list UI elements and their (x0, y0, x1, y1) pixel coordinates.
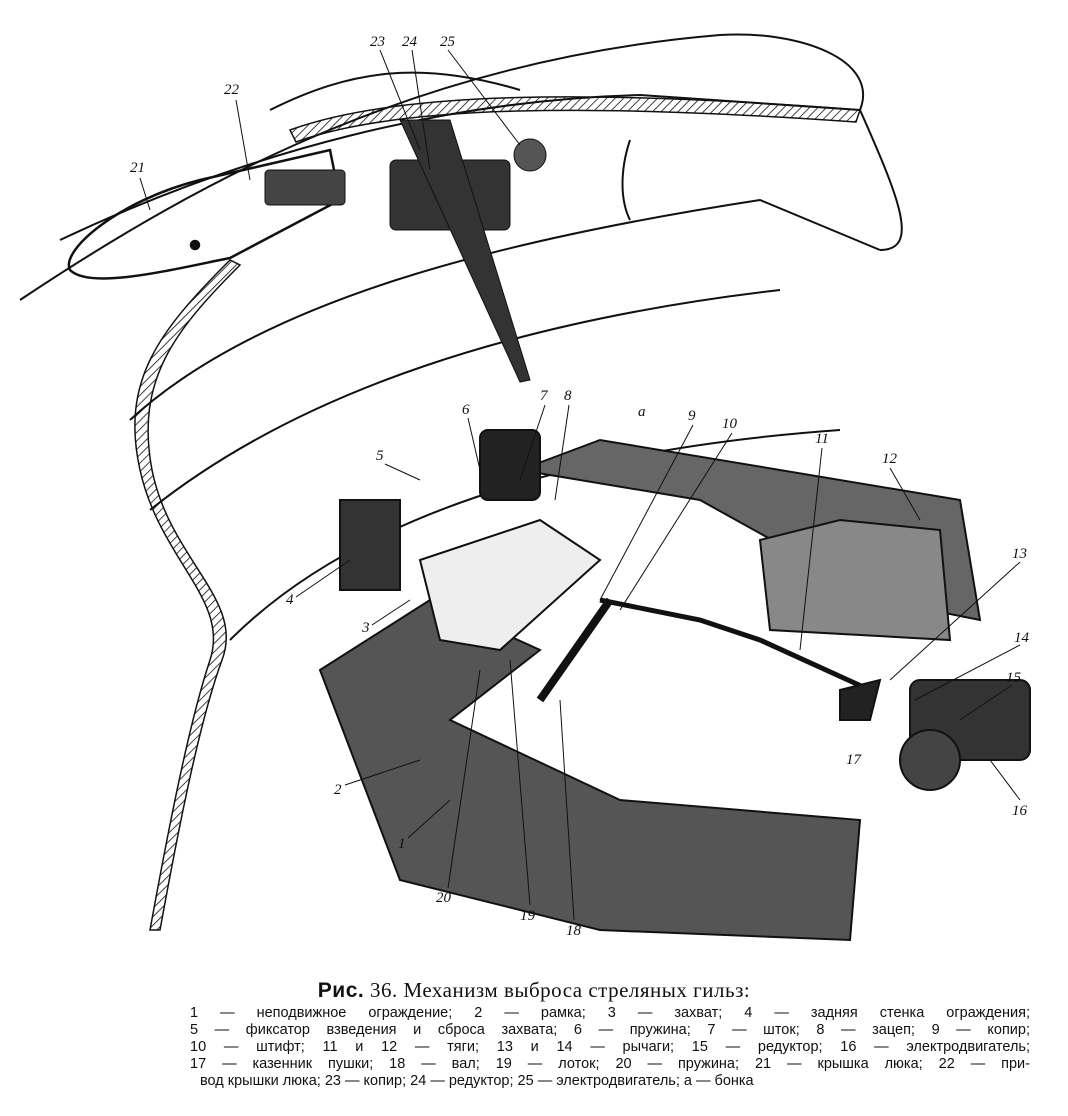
caption-title-text: Механизм выброса стреляных гильз: (403, 978, 751, 1002)
hull-section-hatched (288, 96, 862, 143)
caption-legend-line: вод крышки люка; 23 — копир; 24 — редукт… (200, 1073, 754, 1089)
label-24: 24 (402, 34, 418, 50)
label-12: 12 (882, 451, 898, 467)
callout-labels: 21 22 23 24 25 6 7 8 a 9 10 11 12 13 14 … (130, 34, 1030, 939)
label-21: 21 (130, 160, 145, 176)
label-8: 8 (564, 388, 572, 404)
label-16: 16 (1012, 803, 1028, 819)
ejector-frame (318, 429, 1031, 942)
label-17: 17 (846, 752, 863, 768)
caption-title: Рис. 36. Механизм выброса стреляных гиль… (0, 978, 1068, 1003)
label-19: 19 (520, 908, 536, 924)
hull-wall-hatched (134, 259, 242, 931)
label-a: a (638, 404, 646, 420)
label-5: 5 (376, 448, 384, 464)
label-25: 25 (440, 34, 456, 50)
caption-prefix: Рис. (317, 979, 365, 1002)
caption-legend-line: 10 — штифт; 11 и 12 — тяги; 13 и 14 — ры… (190, 1039, 1030, 1055)
callout-leaders (139, 49, 1021, 921)
caption-legend-line: 17 — казенник пушки; 18 — вал; 19 — лото… (190, 1056, 1030, 1072)
label-2: 2 (334, 782, 342, 798)
label-11: 11 (815, 431, 829, 447)
figure-caption: Рис. 36. Механизм выброса стреляных гиль… (0, 978, 1068, 1090)
label-4: 4 (286, 592, 294, 608)
label-23: 23 (370, 34, 385, 50)
label-20: 20 (436, 890, 452, 906)
label-7: 7 (540, 388, 549, 404)
hatch-drive (264, 119, 547, 383)
label-6: 6 (462, 402, 470, 418)
label-15: 15 (1006, 670, 1022, 686)
label-3: 3 (361, 620, 370, 636)
label-9: 9 (688, 408, 696, 424)
caption-legend-line: 5 — фиксатор взведения и сброса захвата;… (190, 1022, 1030, 1038)
hatch-cover (67, 148, 342, 280)
label-13: 13 (1012, 546, 1027, 562)
label-10: 10 (722, 416, 738, 432)
caption-number: 36. (369, 978, 398, 1002)
label-14: 14 (1014, 630, 1030, 646)
label-1: 1 (398, 836, 406, 852)
caption-legend-line: 1 — неподвижное ограждение; 2 — рамка; 3… (190, 1005, 1030, 1021)
label-22: 22 (224, 82, 240, 98)
mechanism-illustration: 21 22 23 24 25 6 7 8 a 9 10 11 12 13 14 … (19, 33, 1031, 942)
label-18: 18 (566, 923, 582, 939)
